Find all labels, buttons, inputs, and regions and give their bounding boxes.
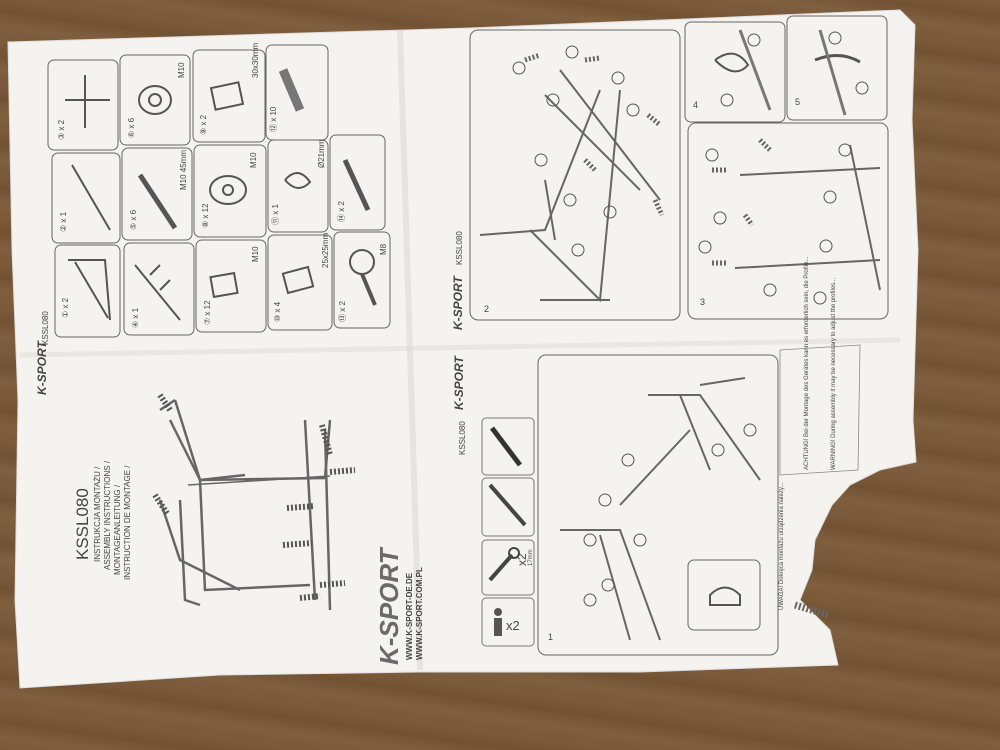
part-label-8: ⑧ x 12: [201, 203, 210, 228]
part-spec-13: M8: [379, 243, 388, 255]
tools-count: x2: [515, 553, 529, 566]
instruction-line-4: INSTRUCTION DE MONTAGE /: [123, 465, 132, 580]
instruction-line-1: INSTRUKCJA MONTAŻU /: [93, 466, 102, 562]
step-5-number: 5: [795, 97, 800, 107]
part-label-3: ③ x 2: [57, 119, 66, 140]
right-header-logo-2: K-SPORT: [452, 355, 466, 410]
part-spec-10: 25x25mm: [321, 233, 330, 268]
brand-logo: K-SPORT: [374, 546, 404, 665]
part-spec-5: M10 45mm: [179, 150, 188, 190]
part-label-9: ⑨ x 2: [199, 114, 208, 135]
part-spec-9: 30x30mm: [251, 43, 260, 78]
left-header-model: KSSL080: [41, 311, 50, 345]
cutter-icon: [490, 426, 522, 467]
part-spec-11: Ø21mm: [317, 139, 326, 168]
model-title: KSSL080: [73, 488, 92, 560]
website-2: WWW.K-SPORT.COM.PL: [415, 567, 424, 660]
right-header-logo: K-SPORT: [451, 275, 465, 330]
warning-polish: UWAGA! Dokręca montażu urządzenia należy…: [779, 482, 785, 610]
part-label-2: ② x 1: [59, 211, 68, 232]
torn-grip: [793, 601, 830, 619]
product-illustration: [158, 398, 332, 611]
left-header-logo: K-SPORT: [35, 340, 49, 395]
wrench-icon: [488, 547, 520, 582]
part-spec-8: M10: [249, 152, 258, 168]
part-label-6: ⑥ x 6: [127, 117, 136, 138]
persons-count: x2: [506, 618, 520, 633]
step-3-panel: 3: [687, 122, 889, 320]
step-2-panel: 2: [469, 29, 681, 321]
part-label-12: ⑫ x 10: [269, 106, 278, 132]
knife-icon: [488, 483, 527, 527]
part-label-7: ⑦ x 12: [203, 300, 212, 325]
parts-sketches: [65, 68, 377, 321]
step-4-panel: 4: [684, 21, 786, 123]
tools-column: x2 x2 17mm: [481, 417, 535, 647]
part-spec-7: M10: [251, 246, 260, 262]
step-4-number: 4: [693, 100, 698, 110]
parts-labels: ① x 2 ② x 1 ③ x 2 ④ x 1 ⑤ x 6 M10 45mm ⑥…: [57, 43, 388, 328]
parts-grid: [47, 44, 391, 338]
part-label-11: ⑪ x 1: [271, 204, 280, 225]
part-label-4: ④ x 1: [131, 307, 140, 328]
right-header-model: KSSL080: [455, 231, 464, 265]
right-header-model-2: KSSL080: [458, 421, 467, 455]
warning-german: ACHTUNG! Bei der Montage des Gerätes kan…: [804, 256, 810, 470]
part-label-5: ⑤ x 6: [129, 209, 138, 230]
product-grips: [152, 393, 356, 601]
step-3-number: 3: [700, 297, 705, 307]
warning-english: WARNING! During assembly it may be neces…: [831, 277, 837, 470]
step-1-number: 1: [548, 632, 553, 642]
title-block: KSSL080 INSTRUKCJA MONTAŻU / ASSEMBLY IN…: [73, 460, 132, 580]
warnings-block: UWAGA! Dokręca montażu urządzenia należy…: [779, 256, 861, 610]
step-5-panel: 5: [786, 15, 888, 121]
instruction-line-2: ASSEMBLY INSTRUCTIONS /: [103, 460, 112, 570]
instruction-line-3: MONTAGEANLEITUNG /: [113, 484, 122, 575]
part-label-13: ⑬ x 2: [338, 301, 347, 322]
part-label-10: ⑩ x 4: [273, 301, 282, 322]
step-1-panel: 1: [537, 354, 779, 656]
part-label-14: ⑭ x 2: [337, 201, 346, 222]
part-spec-6: M10: [177, 62, 186, 78]
person-icon: [494, 608, 502, 636]
step-2-number: 2: [484, 304, 489, 314]
website-1: WWW.K-SPORT-DE.DE: [405, 572, 414, 660]
tool-size: 17mm: [528, 549, 534, 566]
part-label-1: ① x 2: [61, 297, 70, 318]
